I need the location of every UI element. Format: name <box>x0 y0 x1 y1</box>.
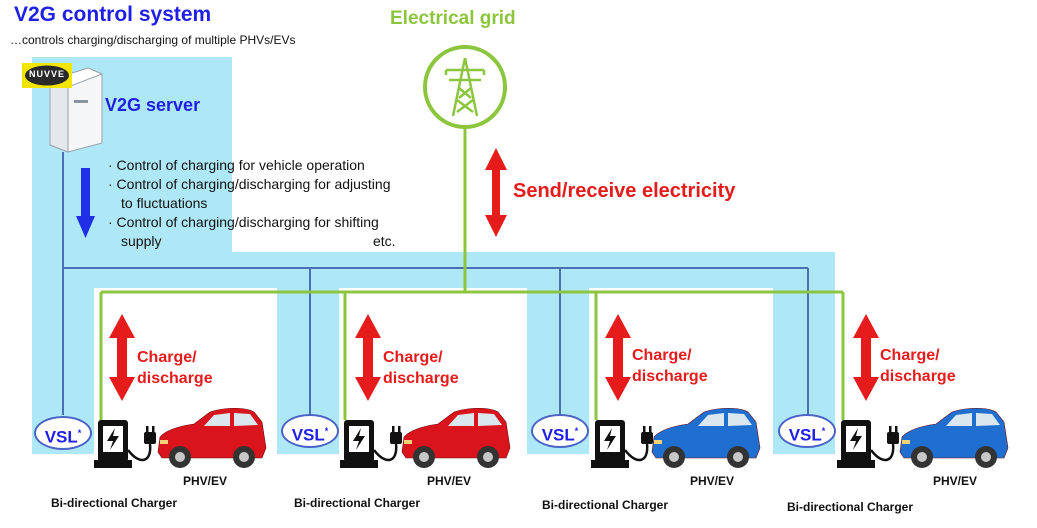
power-lines <box>99 128 845 420</box>
plug-icon <box>373 426 402 462</box>
comm-bus-band <box>32 252 835 288</box>
charger-icon <box>837 420 875 468</box>
function-item: to fluctuations <box>121 195 208 211</box>
server-tower-icon <box>48 67 104 153</box>
charge-discharge-label: Charge/ discharge <box>880 345 956 387</box>
discharge-line: discharge <box>880 368 956 385</box>
vsl-text: VSL <box>788 425 822 445</box>
plug-icon <box>624 426 653 462</box>
vsl-badge: VSL* <box>34 416 92 450</box>
charger-icon <box>94 420 132 468</box>
charge-arrow-icon <box>109 314 135 401</box>
page-title: V2G control system <box>14 3 212 26</box>
car-icon <box>651 407 761 468</box>
page-subtitle: …controls charging/discharging of multip… <box>10 33 296 47</box>
charge-discharge-label: Charge/ discharge <box>632 345 708 387</box>
car-label: PHV/EV <box>183 474 228 488</box>
grid-tower-icon <box>423 45 507 129</box>
car-label: PHV/EV <box>690 474 735 488</box>
vsl-footnote: * <box>324 426 329 436</box>
function-item: · Control of charging/discharging for ad… <box>108 176 391 192</box>
charge-discharge-label: Charge/ discharge <box>137 347 213 389</box>
car-icon <box>899 407 1009 468</box>
car-label: PHV/EV <box>427 474 472 488</box>
vsl-footnote: * <box>574 426 579 436</box>
car-icon <box>401 407 511 468</box>
charger-label: Bi-directional Charger <box>787 500 914 514</box>
charge-line: Charge/ <box>880 347 940 364</box>
charger-icon <box>340 420 378 468</box>
function-item: supply <box>121 233 162 249</box>
vsl-text: VSL <box>541 425 575 445</box>
charger-label: Bi-directional Charger <box>294 496 421 510</box>
vsl-text: VSL <box>44 427 78 447</box>
discharge-line: discharge <box>632 368 708 385</box>
vsl-badge: VSL* <box>281 414 339 448</box>
etc-label: etc. <box>373 233 396 249</box>
plug-icon <box>127 426 156 462</box>
vsl-badge: VSL* <box>531 414 589 448</box>
function-item: · Control of charging for vehicle operat… <box>108 157 365 173</box>
discharge-line: discharge <box>383 370 459 387</box>
charger-label: Bi-directional Charger <box>51 496 178 510</box>
vsl-badge: VSL* <box>778 414 836 448</box>
send-receive-arrow-icon <box>485 148 507 237</box>
charge-line: Charge/ <box>383 349 443 366</box>
vsl-text: VSL <box>291 425 325 445</box>
charge-line: Charge/ <box>632 347 692 364</box>
function-item: · Control of charging/discharging for sh… <box>108 214 379 230</box>
logo-text: NUVVE <box>28 69 65 79</box>
charger-icon <box>591 420 629 468</box>
server-function-list: · Control of charging for vehicle operat… <box>108 156 391 251</box>
vsl-footnote: * <box>77 428 82 438</box>
charge-arrow-icon <box>605 314 631 401</box>
down-arrow-icon <box>76 168 95 238</box>
charge-line: Charge/ <box>137 349 197 366</box>
grid-label: Electrical grid <box>390 8 516 29</box>
car-label: PHV/EV <box>933 474 978 488</box>
charger-label: Bi-directional Charger <box>542 498 669 512</box>
car-icon <box>157 407 267 468</box>
charge-discharge-label: Charge/ discharge <box>383 347 459 389</box>
discharge-line: discharge <box>137 370 213 387</box>
charge-arrow-icon <box>853 314 879 401</box>
send-receive-label: Send/receive electricity <box>513 180 736 202</box>
plug-icon <box>870 426 899 462</box>
nuvve-logo <box>22 63 72 88</box>
charge-arrow-icon <box>355 314 381 401</box>
vsl-footnote: * <box>821 426 826 436</box>
server-label: V2G server <box>105 95 201 115</box>
